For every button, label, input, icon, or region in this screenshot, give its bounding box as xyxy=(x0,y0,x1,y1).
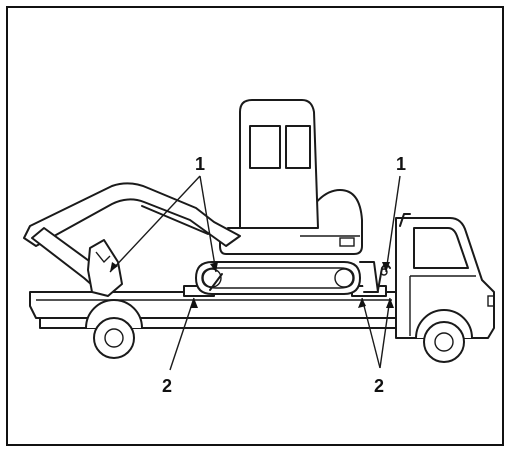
cab-window-right xyxy=(285,125,311,169)
callout-label-1-left: 1 xyxy=(195,154,205,174)
truck-cab xyxy=(395,217,495,339)
callout-label-1-right: 1 xyxy=(396,154,406,174)
callout-leaders xyxy=(109,175,401,371)
callout-label-2-right: 2 xyxy=(374,376,384,396)
truck-front-wheel xyxy=(415,309,473,363)
upper-structure xyxy=(219,189,363,255)
cab-window-left xyxy=(249,125,281,169)
crawler-track xyxy=(195,261,361,295)
dozer-blade xyxy=(359,261,379,293)
truck-cab-window xyxy=(413,227,469,269)
bucket xyxy=(87,239,123,297)
truck xyxy=(29,213,495,363)
excavator xyxy=(23,99,379,297)
callout-label-2-left: 2 xyxy=(162,376,172,396)
truck-rear-wheel xyxy=(85,299,143,359)
front-tie-down-chain xyxy=(209,273,223,291)
truck-chassis xyxy=(39,317,397,329)
